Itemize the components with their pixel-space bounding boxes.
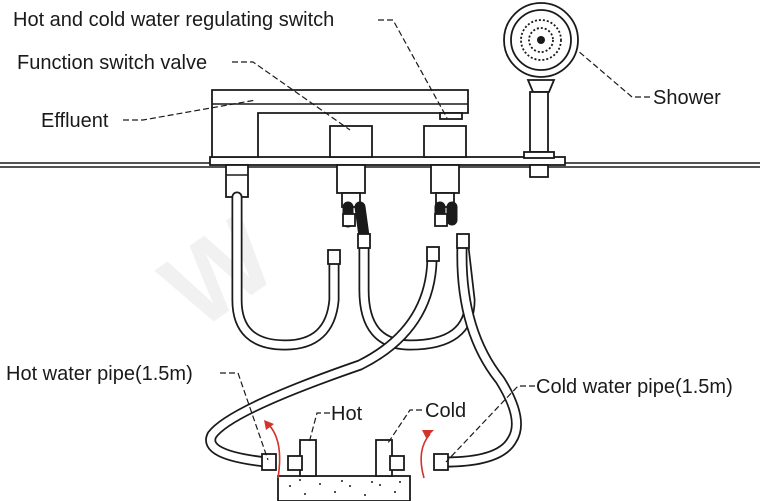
label-effluent: Effluent <box>41 110 109 132</box>
rotation-arrows <box>264 420 434 479</box>
cold-rotation-arrow <box>420 433 431 479</box>
label-cold: Cold <box>425 400 466 422</box>
label-shower: Shower <box>653 87 721 109</box>
label-function-valve: Function switch valve <box>17 52 207 74</box>
spout <box>211 89 469 198</box>
label-hot: Hot <box>331 403 363 425</box>
deck-plate <box>209 156 566 166</box>
watermark: W <box>141 192 297 352</box>
hand-shower <box>503 2 579 178</box>
wall-supply <box>261 439 449 501</box>
label-hot-cold-switch: Hot and cold water regulating switch <box>13 9 334 31</box>
hot-rotation-arrow <box>267 423 281 479</box>
label-hot-pipe: Hot water pipe(1.5m) <box>6 363 193 385</box>
label-cold-pipe: Cold water pipe(1.5m) <box>536 376 733 398</box>
hose-connectors <box>327 213 470 265</box>
leader-lines <box>123 19 650 463</box>
function-switch-valve-body <box>329 125 373 208</box>
